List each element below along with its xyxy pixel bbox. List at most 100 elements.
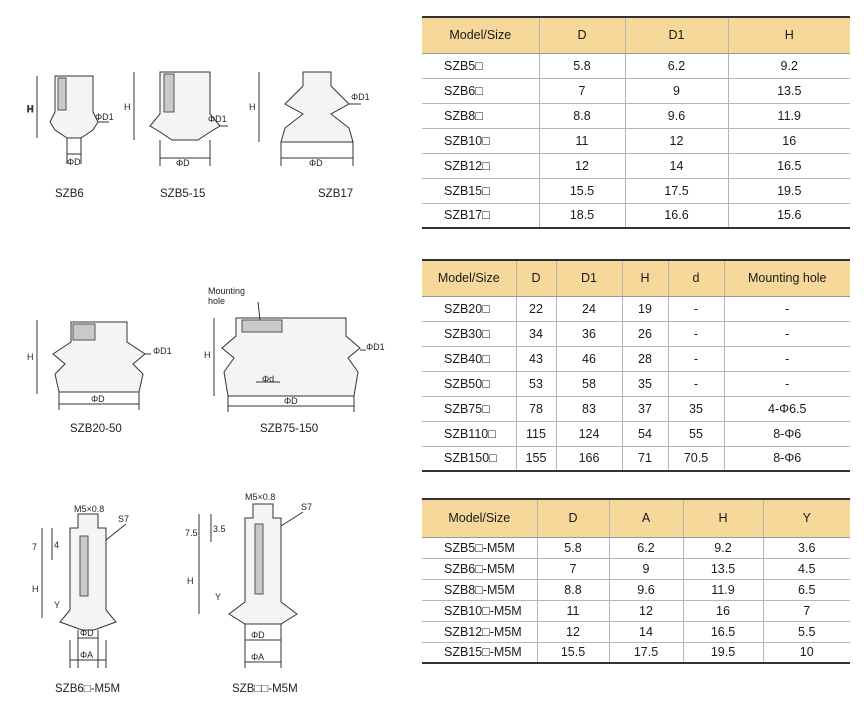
value-cell: 24 [556, 296, 623, 322]
column-header: Model/Size [422, 259, 517, 297]
value-cell: 16 [728, 128, 850, 154]
dim-d-label: ΦD [284, 396, 298, 406]
value-cell: 54 [622, 421, 669, 447]
value-cell: 58 [556, 371, 623, 397]
value-cell: 15.5 [537, 642, 610, 664]
dim-4-label: 4 [54, 540, 59, 550]
column-header: D1 [556, 259, 623, 297]
value-cell: 19.5 [728, 178, 850, 204]
dim-y-label: Y [215, 592, 221, 602]
value-cell: 10 [763, 642, 850, 664]
model-cell: SZB17□ [422, 203, 540, 229]
value-cell: 115 [516, 421, 557, 447]
mounting-hole-label-1: Mounting [208, 286, 245, 296]
model-cell: SZB110□ [422, 421, 517, 447]
column-header: H [622, 259, 669, 297]
column-header: Model/Size [422, 498, 538, 538]
value-cell: - [724, 371, 850, 397]
value-cell: 17.5 [609, 642, 684, 664]
model-cell: SZB10□-M5M [422, 600, 538, 622]
column-header: D [537, 498, 610, 538]
model-cell: SZB5□ [422, 53, 540, 79]
caption-szb-m5m: SZB□□-M5M [232, 683, 298, 695]
value-cell: 15.5 [539, 178, 626, 204]
dim-h-label: H [32, 584, 39, 594]
value-cell: 11.9 [728, 103, 850, 129]
drawing-szb6-m5m: M5×0.8 S7 7 4 H Y ΦD ΦA [32, 504, 129, 668]
value-cell: - [724, 321, 850, 347]
column-header: Model/Size [422, 16, 540, 54]
model-cell: SZB8□ [422, 103, 540, 129]
model-cell: SZB20□ [422, 296, 517, 322]
dim-d1-label: ΦD1 [153, 346, 172, 356]
model-cell: SZB8□-M5M [422, 579, 538, 601]
dim-d-label: ΦD [251, 630, 265, 640]
dim-d1-label: ΦD1 [208, 114, 227, 124]
value-cell: 11.9 [683, 579, 764, 601]
caption-szb17: SZB17 [318, 188, 354, 200]
value-cell: 7 [763, 600, 850, 622]
dim-7-label: 7 [32, 542, 37, 552]
value-cell: 16.5 [683, 621, 764, 643]
value-cell: 35 [668, 396, 725, 422]
value-cell: 166 [556, 446, 623, 472]
model-cell: SZB75□ [422, 396, 517, 422]
dim-m5-label: M5×0.8 [74, 504, 104, 514]
value-cell: 34 [516, 321, 557, 347]
drawing-szb5-15: H ΦD1 ΦD [124, 71, 228, 168]
value-cell: 16.5 [728, 153, 850, 179]
value-cell: 18.5 [539, 203, 626, 229]
value-cell: 71 [622, 446, 669, 472]
value-cell: 12 [625, 128, 729, 154]
column-header: H [683, 498, 764, 538]
dim-h-label: H [27, 104, 34, 114]
dim-h-label: H [27, 352, 34, 362]
value-cell: 19.5 [683, 642, 764, 664]
dim-d1-label: ΦD1 [366, 342, 385, 352]
dim-s7-label: S7 [118, 514, 129, 524]
value-cell: - [724, 346, 850, 372]
model-cell: SZB40□ [422, 346, 517, 372]
value-cell: 6.2 [609, 537, 684, 559]
value-cell: 155 [516, 446, 557, 472]
value-cell: 6.2 [625, 53, 729, 79]
value-cell: 36 [556, 321, 623, 347]
model-cell: SZB6□-M5M [422, 558, 538, 580]
value-cell: 5.8 [537, 537, 610, 559]
column-header: D [539, 16, 626, 54]
dim-y-label: Y [54, 600, 60, 610]
value-cell: 13.5 [728, 78, 850, 104]
dim-h-label: H [124, 102, 131, 112]
column-header: A [609, 498, 684, 538]
value-cell: 8.8 [537, 579, 610, 601]
dim-m5-label: M5×0.8 [245, 492, 275, 502]
dim-d-label: ΦD [67, 157, 81, 167]
dim-d1-label: ΦD1 [95, 112, 114, 122]
value-cell: - [668, 321, 725, 347]
value-cell: 53 [516, 371, 557, 397]
model-cell: SZB50□ [422, 371, 517, 397]
dim-7-5-label: 7.5 [185, 528, 198, 538]
caption-szb6-m5m: SZB6□-M5M [55, 683, 121, 695]
dim-d-small-label: Φd [262, 374, 274, 384]
caption-szb5-15: SZB5-15 [160, 188, 206, 200]
model-cell: SZB15□-M5M [422, 642, 538, 664]
value-cell: 16.6 [625, 203, 729, 229]
value-cell: 16 [683, 600, 764, 622]
value-cell: 8-Φ6 [724, 446, 850, 472]
